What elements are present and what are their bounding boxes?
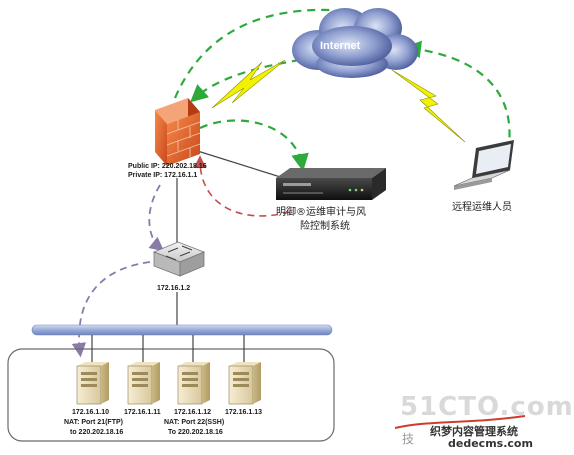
switch-ip: 172.16.1.2 (157, 285, 191, 292)
diagram-canvas (7, 8, 526, 442)
server-zone (7, 348, 335, 442)
network-bus (31, 324, 333, 336)
server-1-nat-line1: NAT: Port 21(FTP) (64, 419, 123, 426)
server-3-ip: 172.16.1.12 (174, 409, 211, 416)
flow-switch-to-server (71, 261, 151, 358)
flow-top-arc (173, 8, 331, 99)
lightning-firewall-internet (211, 59, 286, 109)
firewall-public-ip: Public IP: 220.202.18.16 (128, 163, 207, 170)
server-3-nat-line1: NAT: Port 22(SSH) (164, 419, 225, 426)
watermark-swoosh (394, 415, 526, 429)
server-icon (127, 362, 160, 405)
server-4-ip: 172.16.1.13 (225, 409, 262, 416)
server-1-nat-line2: to 220.202.18.16 (70, 429, 124, 436)
server-1-ip: 172.16.1.10 (72, 409, 109, 416)
lightning-user-internet (391, 69, 466, 143)
audit-device-label-line2: 险控制系统 (300, 221, 350, 232)
network-diagram: Internet Public IP: 220.202.18.16 Privat… (7, 8, 573, 450)
flow-firewall-to-device (199, 119, 309, 172)
server-icon (228, 362, 261, 405)
server-icon (177, 362, 210, 405)
link-firewall-device (187, 147, 291, 181)
watermark-tech: 技 (402, 432, 415, 446)
flow-device-to-firewall (193, 155, 291, 217)
flow-firewall-to-switch (148, 184, 165, 252)
switch-icon (152, 241, 206, 277)
laptop-icon (453, 140, 514, 190)
firewall-private-ip: Private IP: 172.16.1.1 (128, 172, 198, 179)
audit-device-icon (276, 168, 386, 200)
watermark-tagline: 织梦内容管理系统 (430, 425, 518, 438)
remote-user-label: 远程运维人员 (452, 202, 512, 213)
flow-internet-to-firewall (190, 58, 301, 103)
firewall-icon (155, 98, 201, 166)
audit-device-label-line1: 明御®运维审计与风 (276, 207, 366, 218)
server-3-nat-line2: To 220.202.18.16 (168, 429, 223, 436)
server-2-ip: 172.16.1.11 (124, 409, 161, 416)
watermark-brand: 51CTO.com (400, 392, 574, 422)
internet-cloud (292, 8, 418, 78)
watermark-url: dedecms.com (448, 437, 533, 450)
server-icon (76, 362, 109, 405)
internet-label: Internet (320, 40, 361, 52)
